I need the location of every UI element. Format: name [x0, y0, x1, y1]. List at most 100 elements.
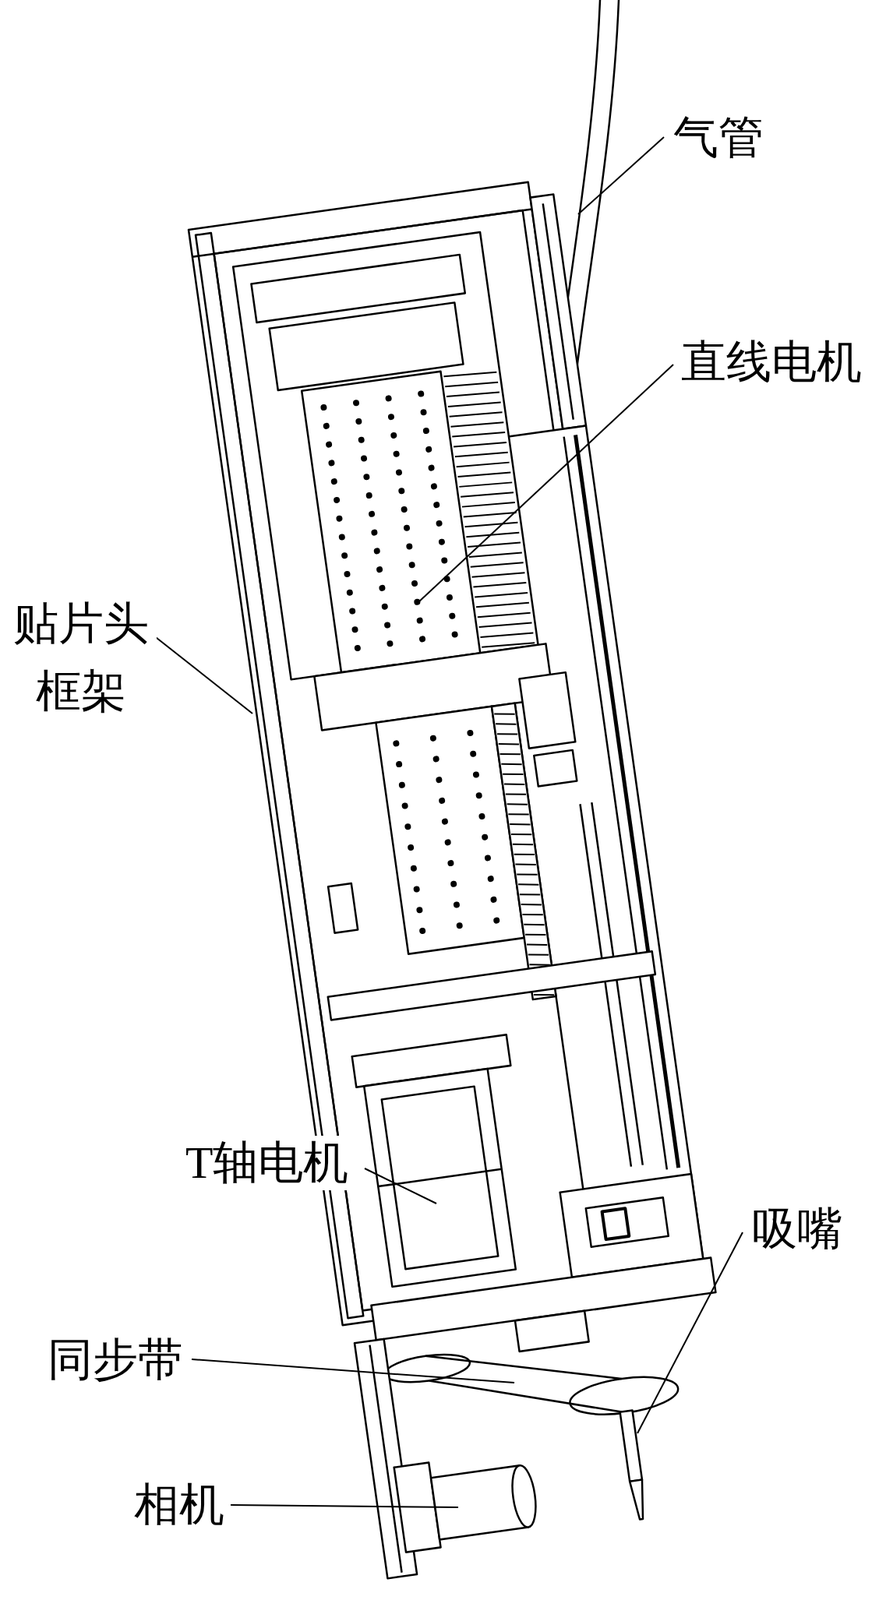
screw-dot	[351, 626, 359, 634]
screw-dot	[407, 844, 415, 852]
post-line	[369, 1345, 402, 1574]
coil-fin	[533, 991, 555, 999]
screw-dot	[410, 580, 418, 588]
screw-dot	[325, 441, 333, 449]
coil-fin	[446, 389, 500, 400]
screw-dot	[422, 427, 430, 435]
screw-dot	[333, 496, 341, 504]
coil-fin	[528, 952, 549, 959]
coil-fin	[526, 942, 548, 949]
screw-dot	[408, 561, 416, 569]
coil-fin	[519, 892, 541, 899]
screw-dot	[370, 529, 378, 537]
leader-line	[418, 364, 674, 603]
screw-dot	[373, 547, 381, 555]
connector	[518, 672, 576, 749]
housing-line	[579, 804, 631, 1167]
housing-line	[591, 802, 643, 1165]
rail	[530, 194, 586, 429]
screw-dot	[437, 538, 445, 546]
screw-dot	[417, 390, 425, 398]
linear-motor	[232, 232, 538, 680]
coil-fin	[511, 831, 532, 838]
screw-dot	[402, 524, 410, 532]
coil-fin	[497, 731, 518, 738]
screw-dot	[493, 917, 501, 925]
screw-dot	[378, 584, 386, 592]
coil-fin	[465, 529, 519, 541]
screw-dot	[438, 797, 446, 805]
coil-fin	[522, 911, 543, 918]
screw-dot	[338, 533, 346, 541]
coil-fin	[495, 721, 516, 728]
screw-dot	[365, 492, 373, 500]
screw-dot	[392, 740, 400, 748]
connector	[533, 750, 577, 788]
coil-fin	[450, 419, 504, 430]
screw-dot	[390, 431, 398, 439]
screw-dot	[450, 880, 458, 888]
screw-dot	[487, 875, 495, 883]
coil-fin	[469, 550, 523, 561]
clip	[328, 883, 358, 934]
head-body	[188, 177, 749, 1581]
coil-fin	[508, 811, 529, 819]
screw-dot	[413, 886, 421, 894]
screw-dot	[343, 570, 351, 578]
part-label: 相机	[132, 1478, 226, 1533]
screw-dot	[355, 417, 363, 425]
coil-fin	[458, 479, 512, 490]
motor-magnet	[301, 371, 481, 673]
coil-fin	[473, 579, 526, 590]
coil-fin	[494, 711, 515, 718]
screw-dot	[409, 864, 417, 872]
coil-fin	[465, 519, 519, 530]
coil-fin	[443, 369, 497, 380]
screw-dot	[441, 557, 449, 565]
screw-dot	[483, 854, 491, 862]
screw-dot	[405, 543, 414, 551]
screw-dot	[384, 621, 392, 629]
coil-fin	[470, 559, 524, 570]
screw-dot	[447, 860, 455, 868]
coil-fin	[525, 931, 546, 939]
coil-fin	[516, 871, 537, 879]
coil-fin	[457, 469, 511, 481]
nozzle-shaft	[620, 1410, 643, 1482]
housing-line	[564, 437, 668, 1171]
coil-fin	[521, 901, 542, 908]
screw-dot	[416, 617, 424, 625]
screw-dot	[420, 409, 428, 417]
screw-dot	[392, 450, 400, 458]
coil-fin	[455, 449, 509, 460]
coil-fin	[501, 761, 522, 768]
part-label: 同步带	[45, 1333, 185, 1388]
coil-fin	[500, 751, 521, 758]
coil-fin	[498, 741, 519, 748]
screw-dot	[448, 612, 456, 620]
coil-fin	[456, 459, 510, 470]
coil-fin	[504, 781, 525, 788]
coil-fin	[505, 791, 526, 798]
screw-dot	[330, 478, 338, 486]
screw-dot	[400, 505, 408, 513]
bracket	[328, 951, 656, 1021]
coil-fin	[448, 398, 502, 410]
coil-fin	[509, 821, 530, 828]
screw-dot	[452, 901, 460, 909]
coil-fin	[514, 851, 535, 858]
screw-dot	[430, 483, 438, 491]
screw-dot	[349, 607, 357, 615]
screw-dot	[444, 839, 452, 847]
screw-dot	[357, 436, 365, 444]
guide-rail	[491, 703, 557, 1000]
screw-dot	[433, 501, 441, 509]
screw-dot	[384, 395, 392, 403]
screw-dot	[427, 464, 435, 472]
coil-fin	[523, 921, 544, 929]
screw-dot	[435, 776, 443, 784]
screw-dot	[432, 755, 440, 763]
screw-dot	[381, 603, 389, 611]
coil-fin	[476, 600, 530, 611]
